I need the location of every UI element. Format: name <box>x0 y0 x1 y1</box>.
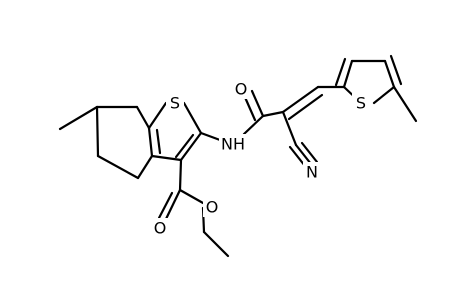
atom-bg-n-nitrile <box>303 162 321 182</box>
atom-nh: NH <box>221 135 245 154</box>
atom-n-nitrile: N <box>306 163 318 182</box>
bond-c6-c5 <box>95 105 100 158</box>
bond-c5-c4 <box>96 154 140 180</box>
bond-thiophene-c5-s <box>372 85 396 105</box>
bond-c2-c3 <box>179 131 203 162</box>
bond-ester-c-o-carbonyl-double <box>157 191 174 220</box>
bond-c-amide-o-double <box>242 93 257 122</box>
bond-c3-ester-c <box>178 158 183 192</box>
bond-c4-c3a <box>136 154 154 180</box>
atom-bg-s-fused <box>166 93 184 113</box>
bond-c7a-s1 <box>147 101 168 130</box>
bond-c-alpha-cn-c <box>281 110 298 147</box>
bond-c7-c7a <box>135 105 151 130</box>
bond-ch2-ch3 <box>202 230 230 258</box>
bond-ester-c-o-ether <box>178 188 205 205</box>
bond-s1-c2 <box>182 101 203 135</box>
bond-nh-c-amide <box>242 114 265 136</box>
atom-o-ester-carbonyl: O <box>154 219 167 238</box>
atom-o-amide: O <box>235 80 248 99</box>
atom-bg-o-amide <box>232 79 250 99</box>
bond-methyl-c6 <box>58 105 99 131</box>
bond-c3-c3a <box>150 154 183 162</box>
bond-c-amide-c-alpha <box>261 110 285 118</box>
bond-nitrile-2 <box>294 143 313 166</box>
bond-c3a-c7a-double <box>155 128 162 155</box>
atom-bg-nh <box>219 134 247 154</box>
bond-c-amide-o <box>250 89 265 118</box>
bond-thiophene-c2-c3 <box>342 59 354 89</box>
bond-c-alpha-c-beta-double <box>287 93 324 121</box>
bond-c2-nh <box>199 131 222 142</box>
atom-s-thiophene-methyl: S <box>356 94 366 113</box>
bond-thiophene-c4-c5 <box>383 59 396 89</box>
atom-o-ester-ether: O <box>206 198 219 217</box>
bond-thiophene-c4-c5-double <box>389 54 403 86</box>
bond-thiophene-c2-c3-double <box>334 57 347 87</box>
bond-c2-c3-double <box>174 133 195 159</box>
bond-thiophene-c5-methyl <box>392 85 418 123</box>
bond-c3a-c7a <box>147 126 154 158</box>
bond-nitrile-3 <box>300 141 319 164</box>
atom-s-thiophene-fused: S <box>170 94 180 113</box>
bond-nitrile-1 <box>288 145 307 168</box>
atom-bg-o-ester-carbonyl <box>151 218 169 238</box>
bond-c-alpha-c-beta <box>281 85 320 114</box>
bond-ester-c-o-carbonyl <box>164 188 182 221</box>
atom-bg-o-ester-ether <box>203 197 221 217</box>
atom-bg-s-methyl <box>352 93 370 113</box>
